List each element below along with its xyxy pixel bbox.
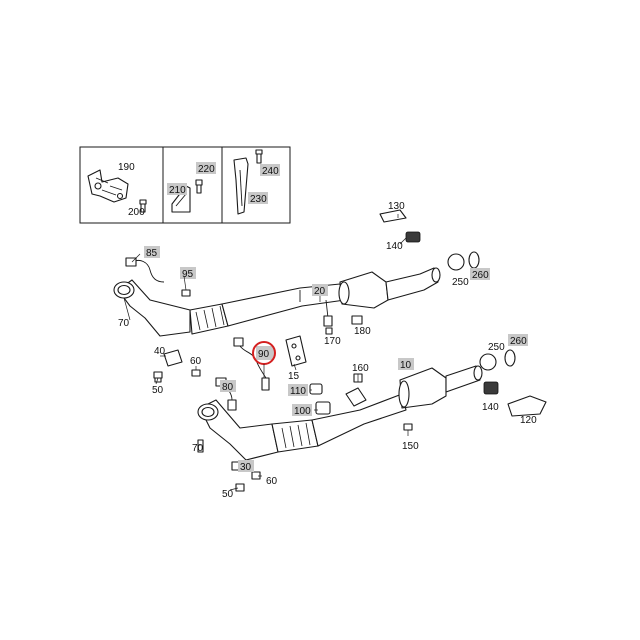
label-220[interactable]: 220	[198, 164, 215, 175]
label-230[interactable]: 230	[250, 194, 267, 205]
upper-exhaust-pipe-shape	[113, 267, 441, 337]
clamp-260-shape	[468, 251, 516, 367]
label-160[interactable]: 160	[352, 363, 369, 374]
label-70a[interactable]: 70	[118, 318, 130, 329]
label-170[interactable]: 170	[324, 336, 341, 347]
bolt-50b-shape	[235, 483, 245, 492]
lower-exhaust-pipe-shape	[197, 365, 483, 461]
label-260b[interactable]: 260	[510, 336, 527, 347]
bracket-130-shape	[379, 209, 407, 223]
label-210[interactable]: 210	[169, 185, 186, 196]
bracket-190-shape	[87, 169, 129, 203]
sensor-110-shape	[309, 383, 323, 395]
bolt-220-shape	[195, 179, 203, 194]
label-40[interactable]: 40	[154, 346, 166, 357]
label-60a[interactable]: 60	[190, 356, 202, 367]
label-50a[interactable]: 50	[152, 385, 164, 396]
hanger-140-shape	[405, 231, 499, 395]
label-150[interactable]: 150	[402, 441, 419, 452]
bolt-150-shape	[403, 423, 413, 431]
label-60b[interactable]: 60	[266, 476, 278, 487]
bracket-230-shape	[233, 157, 249, 215]
heat-shield-120-shape	[507, 395, 547, 417]
label-30[interactable]: 30	[240, 462, 252, 473]
sensor-100-shape	[315, 401, 331, 415]
bolt-50-shape	[153, 371, 163, 383]
label-120[interactable]: 120	[520, 415, 537, 426]
label-240[interactable]: 240	[262, 166, 279, 177]
label-250b[interactable]: 250	[488, 342, 505, 353]
label-15[interactable]: 15	[288, 371, 300, 382]
bolt-240-shape	[255, 149, 263, 164]
oxygen-sensor-85-shape	[125, 257, 165, 283]
label-10[interactable]: 10	[400, 360, 412, 371]
label-190[interactable]: 190	[118, 162, 135, 173]
label-140b[interactable]: 140	[482, 402, 499, 413]
bolt-170-shape	[325, 327, 333, 335]
clamp-160-shape	[345, 373, 367, 407]
nut-60b-shape	[251, 471, 261, 480]
label-260a[interactable]: 260	[472, 270, 489, 281]
label-80[interactable]: 80	[222, 382, 234, 393]
nut-95-shape	[181, 289, 191, 297]
label-70b[interactable]: 70	[192, 443, 204, 454]
gasket-40-shape	[163, 349, 183, 367]
label-140a[interactable]: 140	[386, 241, 403, 252]
label-50b[interactable]: 50	[222, 489, 234, 500]
bolt-200-shape	[139, 199, 147, 213]
label-95[interactable]: 95	[182, 269, 194, 280]
label-100[interactable]: 100	[294, 406, 311, 417]
stud-70-shape	[197, 439, 204, 453]
label-90[interactable]: 90	[258, 349, 270, 360]
part-labels: 190 200 220 210 240 230 130 140 250 260 …	[118, 162, 537, 500]
bracket-15-shape	[285, 335, 307, 367]
label-110[interactable]: 110	[290, 386, 306, 397]
label-130[interactable]: 130	[388, 201, 405, 212]
label-180[interactable]: 180	[354, 326, 371, 337]
label-250a[interactable]: 250	[452, 277, 469, 288]
leader-lines	[123, 214, 409, 491]
clamp-250-shape	[447, 253, 497, 371]
label-20[interactable]: 20	[314, 286, 326, 297]
bolt-60-shape	[191, 369, 201, 377]
gasket-180-shape	[351, 315, 363, 325]
label-85[interactable]: 85	[146, 248, 158, 259]
label-200[interactable]: 200	[128, 207, 145, 218]
